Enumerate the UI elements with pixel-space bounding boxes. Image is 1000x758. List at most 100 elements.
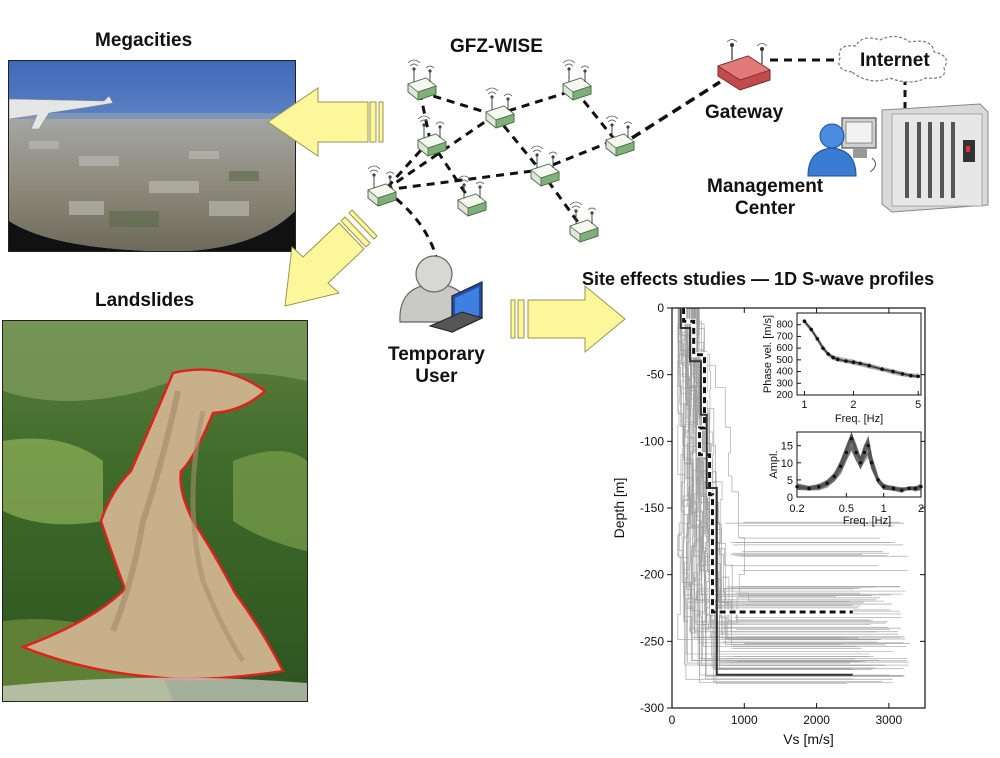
site-effects-title: Site effects studies — 1D S-wave profile…	[582, 269, 935, 289]
landslide-aerial-image	[3, 321, 307, 701]
dispersion-data-point	[835, 357, 840, 362]
profile-ensemble-line	[689, 308, 844, 639]
x-tick-label: 3000	[876, 713, 903, 727]
management-label-line1: Management	[707, 176, 824, 197]
best-model-solid-line	[679, 308, 853, 676]
temporary-user-line1: Temporary	[388, 344, 485, 365]
airplane-wing	[9, 95, 114, 130]
amplitude-x-tick-label: 1	[881, 503, 887, 515]
dispersion-plot-frame	[796, 312, 922, 396]
x-tick-label: 1000	[731, 713, 758, 727]
amplitude-data-point	[838, 464, 843, 468]
amplitude-data-point	[862, 450, 867, 455]
landslides-label: Landslides	[95, 290, 195, 311]
amplitude-data-point	[807, 486, 811, 491]
amplitude-data-point	[907, 486, 911, 491]
y-tick-label: -50	[647, 368, 665, 382]
arrow-to-profiles	[510, 284, 626, 354]
arrow-to-megacities	[267, 87, 384, 157]
amplitude-data-point	[900, 488, 904, 492]
y-tick-label: -300	[640, 701, 664, 715]
x-tick-label: 2000	[803, 713, 830, 727]
dispersion-y-tick-label: 600	[776, 343, 793, 354]
dispersion-data-point	[891, 369, 895, 374]
profile-ensemble-line	[678, 308, 885, 666]
dispersion-x-axis-label: Freq. [Hz]	[835, 413, 883, 425]
y-axis-label: Depth [m]	[611, 478, 627, 539]
y-tick-label: -100	[640, 434, 664, 448]
amplitude-data-point	[869, 461, 874, 465]
profile-ensemble-line	[693, 308, 839, 638]
dispersion-data-point	[908, 373, 913, 378]
amplitude-x-axis-label: Freq. [Hz]	[843, 515, 891, 527]
y-tick-label: -200	[640, 568, 664, 582]
dispersion-data-point	[900, 372, 905, 376]
dispersion-data-point	[802, 319, 807, 324]
dispersion-data-point	[831, 355, 835, 360]
y-tick-label: -250	[640, 634, 664, 648]
dispersion-best-curve	[803, 320, 919, 377]
management-label: Management Center	[707, 176, 823, 220]
amplitude-data-point	[844, 450, 849, 455]
cloud-icon	[838, 35, 947, 83]
dispersion-x-tick-label: 2	[850, 399, 856, 411]
arrow-to-landslides	[284, 209, 378, 307]
dispersion-data-point	[809, 327, 813, 332]
y-tick-label: -150	[640, 501, 664, 515]
dispersion-data-point	[815, 336, 820, 341]
dispersion-data-point	[916, 374, 921, 379]
user-at-computer-icon	[807, 117, 877, 177]
amplitude-y-tick-label: 0	[787, 492, 793, 504]
network-title: GFZ-WISE	[450, 36, 543, 57]
server-rack-icon	[881, 103, 989, 213]
dispersion-data-point	[826, 352, 831, 356]
x-axis-label: Vs [m/s]	[783, 731, 834, 747]
dispersion-data-point	[844, 359, 848, 363]
amplitude-data-point	[817, 485, 821, 489]
profile-ensemble-line	[697, 308, 885, 602]
amplitude-data-point	[795, 485, 799, 489]
x-tick-label: 0	[669, 713, 676, 727]
city-aerial-image	[9, 61, 295, 251]
amplitude-data-point	[825, 481, 829, 486]
amplitude-data-point	[858, 461, 863, 465]
dispersion-y-tick-label: 800	[776, 320, 793, 331]
landslides-photo	[2, 320, 308, 702]
landslide-outline	[19, 368, 285, 681]
temporary-user-label: Temporary User	[388, 344, 485, 388]
amplitude-data-point	[849, 437, 854, 441]
amplitude-data-point	[913, 486, 918, 491]
amplitude-x-tick-label: 0.2	[789, 503, 804, 515]
dispersion-data-point	[851, 360, 856, 365]
amplitude-x-tick-label: 0.5	[839, 503, 854, 515]
gateway-label: Gateway	[705, 102, 784, 123]
dispersion-y-tick-label: 300	[776, 378, 793, 389]
amplitude-data-point	[891, 486, 896, 491]
dispersion-y-tick-label: 200	[776, 390, 793, 401]
profile-ensemble-line	[678, 308, 907, 662]
amplitude-y-tick-label: 10	[781, 458, 793, 470]
profile-ensemble-line	[681, 308, 904, 644]
amplitude-y-tick-label: 5	[787, 475, 793, 487]
dispersion-y-tick-label: 400	[776, 367, 793, 378]
user-with-laptop-icon	[399, 255, 484, 333]
router-icon	[717, 39, 771, 91]
dispersion-data-point	[821, 346, 825, 350]
y-tick-label: 0	[657, 301, 664, 315]
temporary-user-line2: User	[415, 366, 458, 387]
amplitude-data-point	[881, 485, 886, 489]
amplitude-y-tick-label: 15	[781, 441, 793, 453]
dispersion-x-tick-label: 1	[801, 399, 807, 411]
megacities-photo	[8, 60, 296, 252]
internet-label: Internet	[860, 50, 930, 71]
megacities-label: Megacities	[95, 30, 193, 51]
dispersion-y-tick-label: 500	[776, 355, 793, 366]
dispersion-y-tick-label: 700	[776, 331, 793, 342]
amplitude-data-point	[876, 478, 880, 482]
amplitude-y-axis-label: Ampl.	[768, 450, 780, 478]
amplitude-data-point	[866, 443, 870, 448]
management-label-line2: Center	[734, 198, 796, 219]
gateway-link	[631, 80, 721, 140]
